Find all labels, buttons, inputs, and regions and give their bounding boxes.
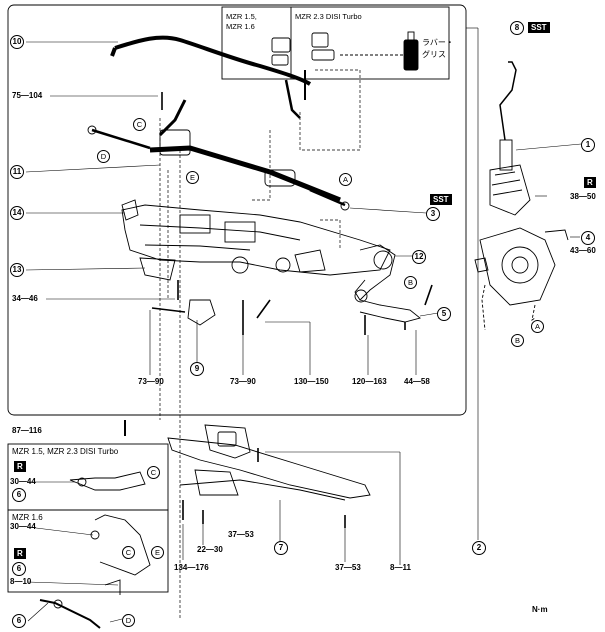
callout-11: 11 bbox=[10, 165, 24, 179]
marker-c: C bbox=[133, 118, 146, 131]
torque-34-46: 34—46 bbox=[12, 294, 38, 303]
torque-75-104: 75—104 bbox=[12, 91, 43, 100]
callout-10: 10 bbox=[10, 35, 24, 49]
marker-d-bottom: D bbox=[122, 614, 135, 627]
unit-label: N·m bbox=[532, 605, 548, 614]
inset-engine-a2-label: MZR 1.6 bbox=[226, 22, 255, 31]
replace-badge-inset-b: R bbox=[14, 548, 26, 559]
inset-b-torque-2: 8—10 bbox=[10, 577, 32, 586]
callout-12: 12 bbox=[412, 250, 426, 264]
top-inset-box bbox=[221, 6, 450, 80]
rubber-grease-label-1: ラバー・ bbox=[422, 38, 454, 47]
callout-14: 14 bbox=[10, 206, 24, 220]
marker-d: D bbox=[97, 150, 110, 163]
sst-badge-top: SST bbox=[528, 22, 550, 33]
callout-7: 7 bbox=[274, 541, 288, 555]
torque-44-58: 44—58 bbox=[404, 377, 430, 386]
marker-a-knuckle: A bbox=[531, 320, 544, 333]
torque-87-116: 87—116 bbox=[12, 426, 42, 435]
torque-73-90-b: 73—90 bbox=[230, 377, 256, 386]
callout-6-inset-b: 6 bbox=[12, 562, 26, 576]
rubber-grease-label-2: グリス bbox=[422, 50, 446, 59]
marker-c-inset-b: C bbox=[122, 546, 135, 559]
callout-4: 4 bbox=[581, 231, 595, 245]
sst-badge-steering: SST bbox=[430, 194, 452, 205]
marker-c-inset-a: C bbox=[147, 466, 160, 479]
callout-1: 1 bbox=[581, 138, 595, 152]
torque-38-50: 38—50 bbox=[570, 192, 596, 201]
marker-a: A bbox=[339, 173, 352, 186]
inset-b-title: MZR 1.6 bbox=[12, 513, 43, 522]
callout-2: 2 bbox=[472, 541, 486, 555]
replace-badge-inset-a: R bbox=[14, 461, 26, 472]
main-assembly-frame bbox=[7, 4, 467, 416]
torque-43-60: 43—60 bbox=[570, 246, 596, 255]
marker-b-knuckle: B bbox=[511, 334, 524, 347]
inset-a-title: MZR 1.5, MZR 2.3 DISI Turbo bbox=[12, 447, 119, 456]
callout-5: 5 bbox=[437, 307, 451, 321]
marker-e: E bbox=[186, 171, 199, 184]
callout-13: 13 bbox=[10, 263, 24, 277]
replace-badge-strut: R bbox=[584, 177, 596, 188]
inset-engine-b-label: MZR 2.3 DISI Turbo bbox=[295, 12, 362, 21]
callout-8: 8 bbox=[510, 21, 524, 35]
torque-130-150: 130—150 bbox=[294, 377, 329, 386]
callout-6-inset-a: 6 bbox=[12, 488, 26, 502]
torque-22-30: 22—30 bbox=[197, 545, 223, 554]
callout-6-bottom: 6 bbox=[12, 614, 26, 628]
torque-120-163: 120—163 bbox=[352, 377, 387, 386]
marker-b: B bbox=[404, 276, 417, 289]
marker-e-inset-b: E bbox=[151, 546, 164, 559]
left-inset-b-box bbox=[7, 509, 169, 593]
torque-8-11: 8—11 bbox=[390, 563, 411, 572]
torque-37-53-b: 37—53 bbox=[335, 563, 361, 572]
callout-3: 3 bbox=[426, 207, 440, 221]
torque-73-90-a: 73—90 bbox=[138, 377, 164, 386]
inset-a-torque: 30—44 bbox=[10, 477, 36, 486]
callout-9: 9 bbox=[190, 362, 204, 376]
inset-b-torque-1: 30—44 bbox=[10, 522, 36, 531]
torque-37-53-a: 37—53 bbox=[228, 530, 254, 539]
torque-134-176: 134—176 bbox=[174, 563, 209, 572]
inset-engine-a-label: MZR 1.5, bbox=[226, 12, 257, 21]
